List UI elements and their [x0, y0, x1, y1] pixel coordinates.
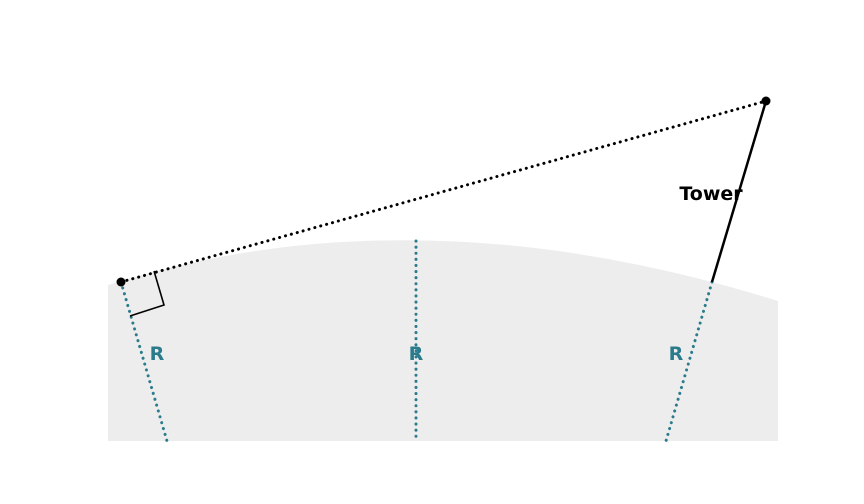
radius-label-right: R — [669, 343, 684, 365]
right-angle-marker — [129, 270, 165, 317]
line-of-sight — [119, 99, 768, 284]
observer-point — [116, 277, 126, 287]
earth-surface — [108, 240, 778, 441]
radius-label-left: R — [150, 343, 165, 365]
tower-top-point — [761, 96, 771, 106]
tower-line — [710, 100, 768, 283]
tower-label: Tower — [679, 183, 743, 205]
radius-label-center: R — [409, 343, 424, 365]
